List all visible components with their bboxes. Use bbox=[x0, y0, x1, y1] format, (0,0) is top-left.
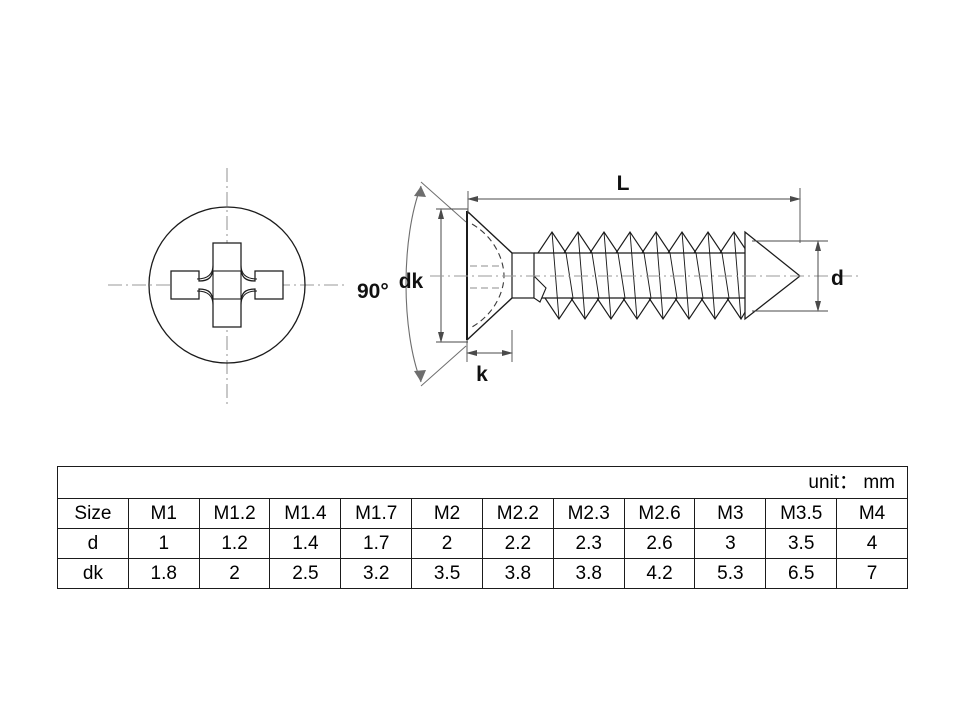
row-label-d: d bbox=[57, 528, 129, 559]
L-label: L bbox=[617, 172, 630, 195]
cell-dk-4: 3.5 bbox=[411, 558, 483, 589]
spec-table-body: unit： mm Size M1 M1.2 M1.4 M1.7 M2 M2.2 … bbox=[57, 466, 908, 589]
cell-dk-9: 6.5 bbox=[765, 558, 838, 589]
cell-d-0: 1 bbox=[127, 528, 200, 559]
cell-d-1: 1.2 bbox=[198, 528, 271, 559]
row-label-size: Size bbox=[57, 498, 129, 529]
cell-d-9: 3.5 bbox=[765, 528, 838, 559]
technical-drawing: 90° dk bbox=[108, 168, 860, 404]
cross-recess-center-square bbox=[212, 270, 242, 300]
cell-size-4: M2 bbox=[411, 498, 483, 529]
cell-dk-8: 5.3 bbox=[694, 558, 767, 589]
k-arrow-right bbox=[502, 350, 513, 356]
thread-start-wedge bbox=[533, 274, 547, 303]
countersink-angle-arc bbox=[405, 185, 422, 383]
table-row-d: d 1 1.2 1.4 1.7 2 2.2 2.3 2.6 3 3.5 4 bbox=[57, 528, 908, 559]
screw-size-table: unit： mm Size M1 M1.2 M1.4 M1.7 M2 M2.2 … bbox=[57, 466, 908, 589]
dk-arrow-top bbox=[438, 208, 444, 219]
cell-d-10: 4 bbox=[836, 528, 908, 559]
cell-d-6: 2.3 bbox=[552, 528, 625, 559]
head-taper-upper bbox=[466, 210, 513, 254]
cell-size-6: M2.3 bbox=[552, 498, 625, 529]
angle-arrow-bottom bbox=[414, 370, 426, 382]
k-label: k bbox=[476, 363, 488, 386]
cell-d-2: 1.4 bbox=[269, 528, 342, 559]
cross-recess-inner-fillet-tl bbox=[196, 264, 214, 280]
head-taper-lower bbox=[466, 297, 513, 341]
d-arrow-bottom bbox=[815, 301, 821, 312]
cross-recess-inner-fillet-br bbox=[240, 290, 258, 306]
table-row-size: Size M1 M1.2 M1.4 M1.7 M2 M2.2 M2.3 M2.6… bbox=[57, 498, 908, 529]
cell-size-1: M1.2 bbox=[198, 498, 271, 529]
cross-recess-outline bbox=[170, 242, 284, 328]
cell-dk-5: 3.8 bbox=[481, 558, 554, 589]
cell-size-2: M1.4 bbox=[269, 498, 342, 529]
cell-dk-2: 2.5 bbox=[269, 558, 342, 589]
cell-size-7: M2.6 bbox=[623, 498, 696, 529]
spec-table-container: unit： mm Size M1 M1.2 M1.4 M1.7 M2 M2.2 … bbox=[57, 466, 908, 589]
table-unit-row: unit： mm bbox=[57, 466, 908, 499]
d-arrow-top bbox=[815, 240, 821, 251]
cell-dk-7: 4.2 bbox=[623, 558, 696, 589]
dk-arrow-bottom bbox=[438, 332, 444, 343]
row-label-dk: dk bbox=[57, 558, 129, 589]
cell-size-10: M4 bbox=[836, 498, 908, 529]
cell-d-3: 1.7 bbox=[340, 528, 413, 559]
cell-size-5: M2.2 bbox=[481, 498, 554, 529]
k-arrow-left bbox=[466, 350, 477, 356]
dk-label: dk bbox=[399, 270, 424, 293]
cell-d-5: 2.2 bbox=[481, 528, 554, 559]
angle-leader-bottom bbox=[420, 345, 467, 387]
head-outline-circle bbox=[148, 206, 306, 364]
cell-d-8: 3 bbox=[694, 528, 767, 559]
cell-size-0: M1 bbox=[127, 498, 200, 529]
thread-crests-lower bbox=[544, 297, 749, 321]
cell-size-3: M1.7 bbox=[340, 498, 413, 529]
cell-d-4: 2 bbox=[411, 528, 483, 559]
cell-size-9: M3.5 bbox=[765, 498, 838, 529]
unit-note: unit： mm bbox=[57, 466, 908, 499]
cross-recess-inner-fillet-tr bbox=[240, 264, 258, 280]
cell-dk-10: 7 bbox=[836, 558, 908, 589]
head-top-view bbox=[108, 168, 348, 404]
cell-dk-1: 2 bbox=[198, 558, 271, 589]
cell-d-7: 2.6 bbox=[623, 528, 696, 559]
thread-crests-upper bbox=[537, 230, 749, 254]
angle-label: 90° bbox=[357, 280, 389, 303]
angle-leader-top bbox=[420, 181, 467, 223]
L-arrow-left bbox=[467, 196, 478, 202]
table-row-dk: dk 1.8 2 2.5 3.2 3.5 3.8 3.8 4.2 5.3 6.5… bbox=[57, 558, 908, 589]
cell-dk-0: 1.8 bbox=[127, 558, 200, 589]
cross-recess-inner-fillet-bl bbox=[196, 290, 214, 306]
screw-side-view: 90° dk bbox=[357, 172, 860, 387]
angle-arrow-top bbox=[414, 186, 426, 197]
cell-dk-6: 3.8 bbox=[552, 558, 625, 589]
cell-size-8: M3 bbox=[694, 498, 767, 529]
cell-dk-3: 3.2 bbox=[340, 558, 413, 589]
d-label: d bbox=[831, 267, 844, 290]
L-arrow-right bbox=[790, 196, 801, 202]
